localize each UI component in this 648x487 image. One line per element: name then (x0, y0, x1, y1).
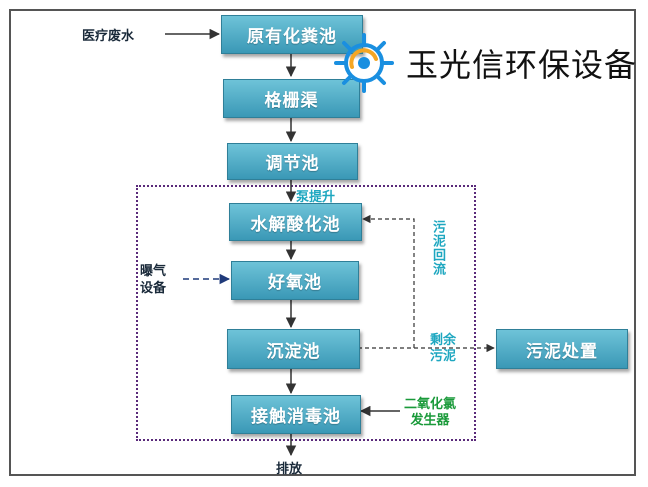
process-box-sludge-disposal: 污泥处置 (496, 329, 628, 369)
label-chlorine-dioxide-generator: 二氧化氯 发生器 (404, 397, 457, 428)
process-box-equalization-tank: 调节池 (227, 143, 358, 180)
arrow-sludge-return (358, 214, 415, 349)
label-excess-sludge: 剩余 污泥 (430, 333, 457, 364)
process-box-hydrolysis-tank: 水解酸化池 (229, 203, 362, 241)
biological-treatment-group (136, 185, 476, 441)
label-aeration-equipment: 曝气 设备 (140, 264, 167, 296)
process-box-screen-channel: 格栅渠 (223, 79, 360, 118)
label-wastewater: 医疗废水 (82, 29, 135, 44)
label-sludge-return: 污泥回流 (430, 220, 445, 276)
process-box-septic-tank: 原有化粪池 (221, 15, 363, 54)
gear-icon (334, 33, 394, 93)
diagram-frame (9, 9, 636, 476)
process-box-sedimentation-tank: 沉淀池 (227, 329, 360, 369)
brand-watermark: 玉光信环保设备 (330, 28, 637, 98)
label-pump-lift: 泵提升 (296, 190, 336, 205)
brand-name: 玉光信环保设备 (406, 46, 638, 84)
label-discharge: 排放 (276, 462, 303, 477)
process-box-aerobic-tank: 好氧池 (231, 261, 359, 300)
process-box-disinfection-tank: 接触消毒池 (231, 395, 361, 434)
